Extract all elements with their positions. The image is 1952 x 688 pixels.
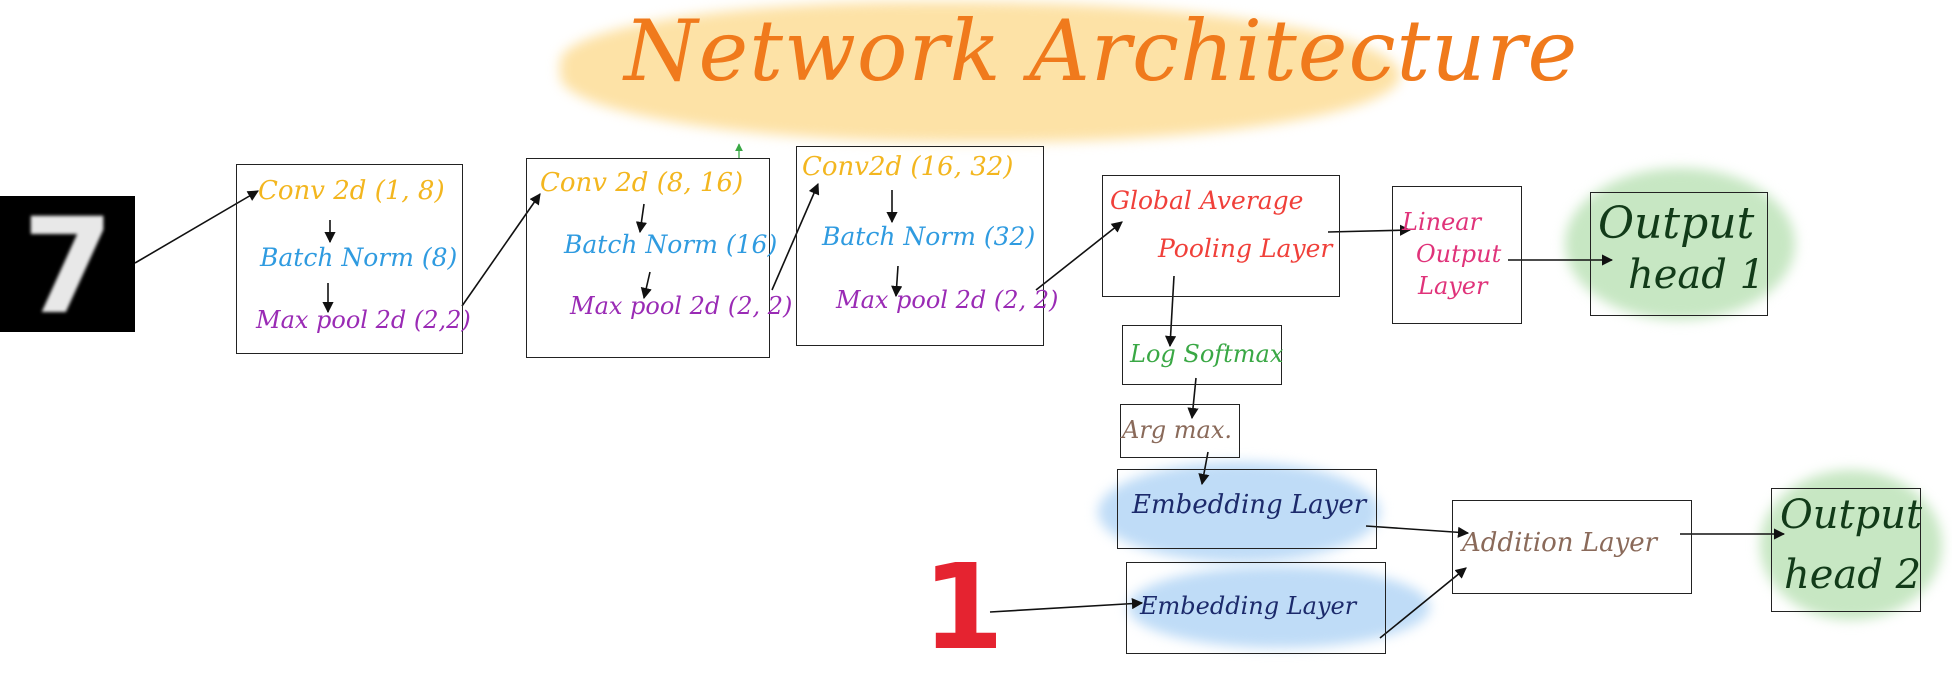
argmax-box <box>1120 404 1240 458</box>
input-digit-image: 7 <box>0 196 135 332</box>
embed2-highlight <box>1128 566 1430 648</box>
arrow-gap-to-linear <box>1327 224 1412 236</box>
input-label-digit: 1 <box>922 538 1005 676</box>
gap-label-line2: Pooling Layer <box>1158 234 1333 263</box>
arrow-label-to-embed2 <box>989 598 1144 613</box>
head1-label-line1: Output <box>1598 198 1755 249</box>
conv3-label: Conv2d (16, 32) <box>802 152 1014 182</box>
conv-stage-3-box <box>796 146 1044 346</box>
embedding-1-label: Embedding Layer <box>1132 490 1367 520</box>
arrow-bn2-to-pool2 <box>640 271 652 300</box>
linear-output-box <box>1392 186 1522 324</box>
output-head-1-box <box>1590 192 1768 316</box>
batchnorm3-label: Batch Norm (32) <box>822 222 1036 251</box>
embedding-2-label: Embedding Layer <box>1140 592 1357 620</box>
linear-label-line2: Output <box>1416 240 1502 268</box>
arrow-stage3-to-gap <box>1035 221 1123 291</box>
conv2-label: Conv 2d (8, 16) <box>540 168 744 198</box>
handwritten-seven-glyph: 7 <box>22 196 114 332</box>
gap-label-line1: Global Average <box>1110 186 1304 215</box>
arrow-stage1-to-stage2 <box>461 193 541 307</box>
addition-label: Addition Layer <box>1462 528 1658 558</box>
arrow-stage2-to-stage3 <box>771 182 820 291</box>
argmax-label: Arg max. <box>1122 416 1233 444</box>
embedding-layer-1-box <box>1117 469 1377 549</box>
arrow-bn3-to-pool3 <box>891 265 903 298</box>
head2-label-line2: head 2 <box>1784 552 1922 598</box>
maxpool2-label: Max pool 2d (2, 2) <box>570 292 793 320</box>
arrow-gap-to-logsoftmax <box>1164 275 1177 348</box>
maxpool3-label: Max pool 2d (2, 2) <box>836 286 1059 314</box>
batchnorm1-label: Batch Norm (8) <box>260 243 458 272</box>
batchnorm2-label: Batch Norm (16) <box>564 230 778 259</box>
linear-label-line3: Layer <box>1418 272 1488 300</box>
title-highlight <box>560 2 1400 142</box>
log-softmax-label: Log Softmax <box>1130 340 1284 368</box>
arrow-embed1-to-addition <box>1365 525 1470 538</box>
linear-label-line1: Linear <box>1402 208 1482 236</box>
head1-label-line2: head 1 <box>1628 252 1766 298</box>
head1-highlight <box>1565 168 1795 320</box>
arrow-input-to-conv1 <box>134 190 259 264</box>
embed1-highlight <box>1098 462 1380 562</box>
embedding-layer-2-box <box>1126 562 1386 654</box>
head2-highlight <box>1760 470 1942 620</box>
gap-box <box>1102 175 1340 297</box>
output-head-2-box <box>1771 488 1921 612</box>
diagram-title: Network Architecture <box>624 2 1579 100</box>
arrow-conv2-to-bn2 <box>635 203 647 234</box>
conv1-label: Conv 2d (1, 8) <box>258 176 445 206</box>
conv-stage-2-box <box>526 158 770 358</box>
head2-label-line1: Output <box>1780 492 1923 538</box>
conv-stage-1-box <box>236 164 463 354</box>
log-softmax-box <box>1122 325 1282 385</box>
arrow-embed2-to-addition <box>1379 567 1467 639</box>
maxpool1-label: Max pool 2d (2,2) <box>256 306 471 334</box>
addition-layer-box <box>1452 500 1692 594</box>
